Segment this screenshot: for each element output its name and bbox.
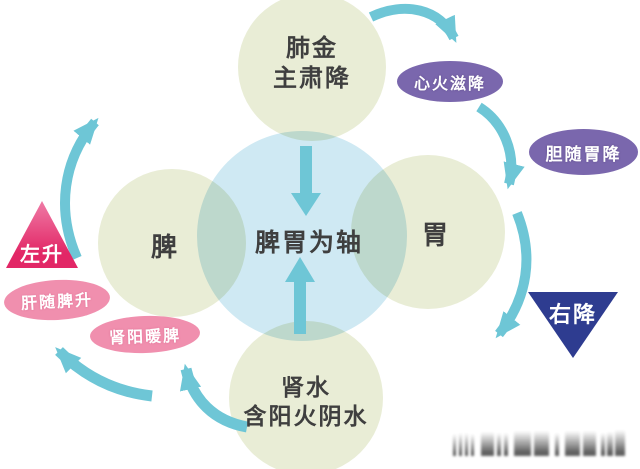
- lung-circle: [238, 0, 386, 141]
- watermark-bar: [615, 430, 625, 456]
- watermark-bar: [459, 433, 462, 456]
- spleen-circle: [98, 169, 246, 317]
- watermark-bar: [583, 431, 596, 456]
- kidney-label-line2: 含阳火阴水: [243, 404, 369, 430]
- arrow-ascend-lower-left: [55, 347, 153, 402]
- arrow-kidney-to-kidney-yang: [179, 363, 249, 433]
- kidney-circle: [229, 321, 383, 469]
- heart-badge: 心火滋降: [397, 61, 503, 102]
- lung-label-line1: 肺金: [286, 34, 338, 62]
- watermark-bar: [481, 432, 494, 456]
- center-axis-label: 脾胃为轴: [254, 228, 363, 257]
- stomach-label: 胃: [421, 221, 450, 251]
- watermark: [453, 429, 631, 456]
- lung-label-line2: 主肃降: [273, 64, 351, 92]
- arrow-center-up: [285, 257, 315, 334]
- arrow-heart-to-stomach: [476, 102, 525, 190]
- watermark-bar: [534, 431, 549, 456]
- watermark-bar: [465, 433, 468, 456]
- watermark-bar: [497, 433, 501, 456]
- watermark-bar: [565, 431, 580, 456]
- arrow-center-down: [291, 146, 321, 216]
- arrow-stomach-descend: [495, 211, 532, 339]
- arrow-lung-to-heart: [368, 3, 459, 43]
- watermark-bar: [601, 433, 605, 456]
- stomach-circle: [351, 155, 505, 309]
- watermark-bar: [453, 434, 456, 456]
- kidney-label-line1: 肾水: [281, 375, 331, 401]
- gallbladder-badge: 胆随胃降: [529, 129, 638, 175]
- watermark-bar: [555, 433, 559, 456]
- watermark-bar: [607, 432, 613, 456]
- arrow-spleen-ascend: [60, 117, 99, 261]
- kidney-label: 肾水 含阳火阴水: [206, 374, 406, 432]
- watermark-bar: [514, 431, 531, 456]
- spleen-label: 脾: [150, 233, 179, 263]
- watermark-bar: [471, 434, 474, 456]
- watermark-bar: [504, 433, 508, 456]
- lung-label: 肺金 主肃降: [232, 33, 392, 93]
